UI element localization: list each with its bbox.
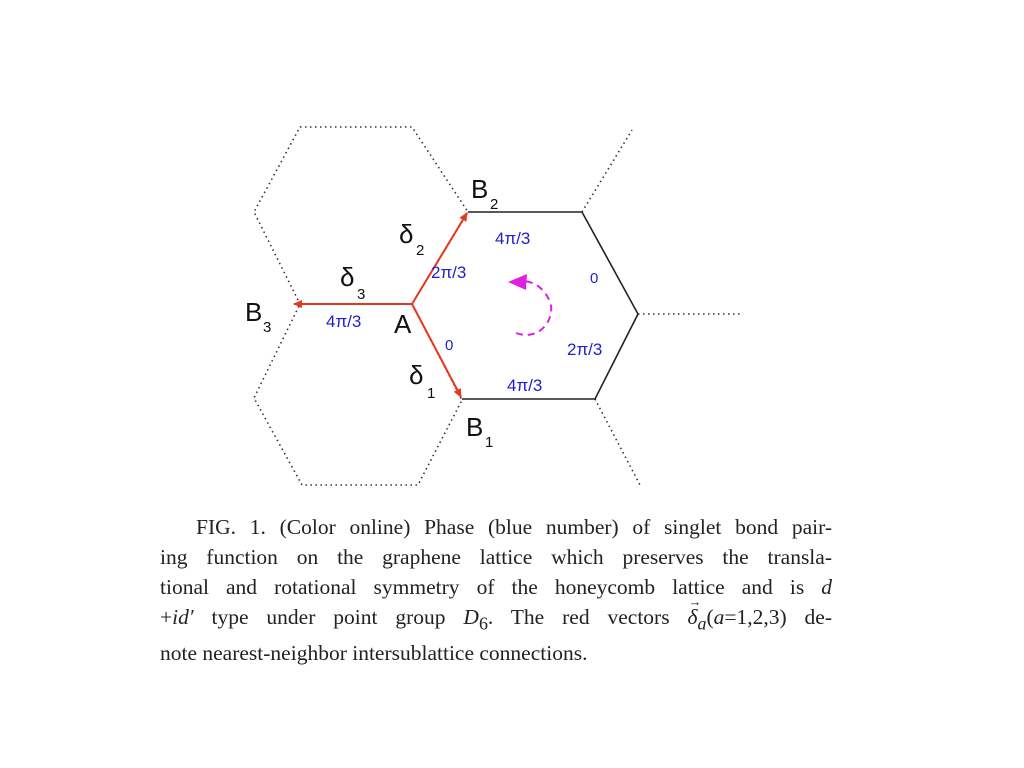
caption-d-symbol: d (821, 575, 832, 599)
upper-right-dotted-bond (581, 129, 633, 213)
caption-delta-vector-symbol: δ (687, 587, 701, 632)
phase-bond-delta3: 4π/3 (326, 312, 361, 331)
rotation-arrowhead-icon (508, 274, 527, 290)
dotted-neighbor-lattice (253, 126, 740, 486)
site-label-B1-subscript: 1 (485, 434, 493, 451)
rotation-dashed-arc (515, 280, 553, 336)
caption-line-3: tional and rotational symmetry of the ho… (160, 572, 832, 602)
caption-open-paren: ( (706, 605, 714, 629)
site-label-B1: B (466, 412, 483, 442)
phase-lower-right-edge: 2π/3 (567, 340, 602, 359)
caption-delta-subscript: a (697, 613, 707, 634)
delta1-vector (411, 303, 462, 398)
rotation-arrow (508, 274, 553, 336)
caption-line-3-text: tional and rotational symmetry of the ho… (160, 575, 822, 599)
delta1-label: δ (409, 360, 423, 390)
lower-right-dotted-bond (594, 398, 641, 486)
caption-line-1: FIG. 1. (Color online) Phase (blue numbe… (196, 515, 832, 539)
delta1-label-subscript: 1 (427, 385, 435, 402)
caption-line-2: ing function on the graphene lattice whi… (160, 545, 832, 569)
caption-line-5: note nearest-neighbor intersublattice co… (160, 641, 588, 666)
site-label-B3-subscript: 3 (263, 319, 271, 336)
caption-line-4: +id′ type under point group D6. The red … (160, 587, 832, 638)
caption-id-prime-symbol: id′ (172, 605, 194, 629)
delta2-vector (411, 212, 468, 305)
caption-point-group-subscript: 6 (478, 613, 488, 634)
delta2-label: δ (399, 219, 413, 249)
phase-bond-delta2: 2π/3 (431, 263, 466, 282)
phase-labels: 0 2π/3 4π/3 4π/3 4π/3 0 2π/3 (326, 229, 602, 395)
central-hexagon-bonds (462, 211, 639, 400)
caption-index-range: =1,2,3) de- (724, 605, 832, 629)
upper-left-hexagon (253, 126, 469, 305)
caption-point-group-symbol: D (463, 605, 479, 629)
phase-bottom-edge: 4π/3 (507, 376, 542, 395)
caption-a-symbol: a (713, 605, 725, 629)
site-label-A: A (394, 309, 412, 339)
caption-red-vectors-text: . The red vectors (487, 605, 688, 629)
phase-top-edge: 4π/3 (495, 229, 530, 248)
site-label-B2-subscript: 2 (490, 196, 498, 213)
delta3-label: δ (340, 262, 354, 292)
phase-upper-right-edge: 0 (590, 270, 598, 287)
site-label-B2: B (471, 174, 488, 204)
site-label-B3: B (245, 297, 262, 327)
phase-bond-delta1: 0 (445, 337, 453, 354)
delta2-label-subscript: 2 (416, 242, 424, 259)
site-labels: A B 1 B 2 B 3 δ 1 δ 2 δ 3 (245, 174, 498, 451)
delta3-label-subscript: 3 (357, 286, 365, 303)
figure-caption: FIG. 1. (Color online) Phase (blue numbe… (160, 512, 832, 668)
caption-line-4-text: type under point group (193, 605, 464, 629)
nearest-neighbor-vectors (293, 212, 468, 398)
caption-plus-sign: + (160, 605, 173, 629)
